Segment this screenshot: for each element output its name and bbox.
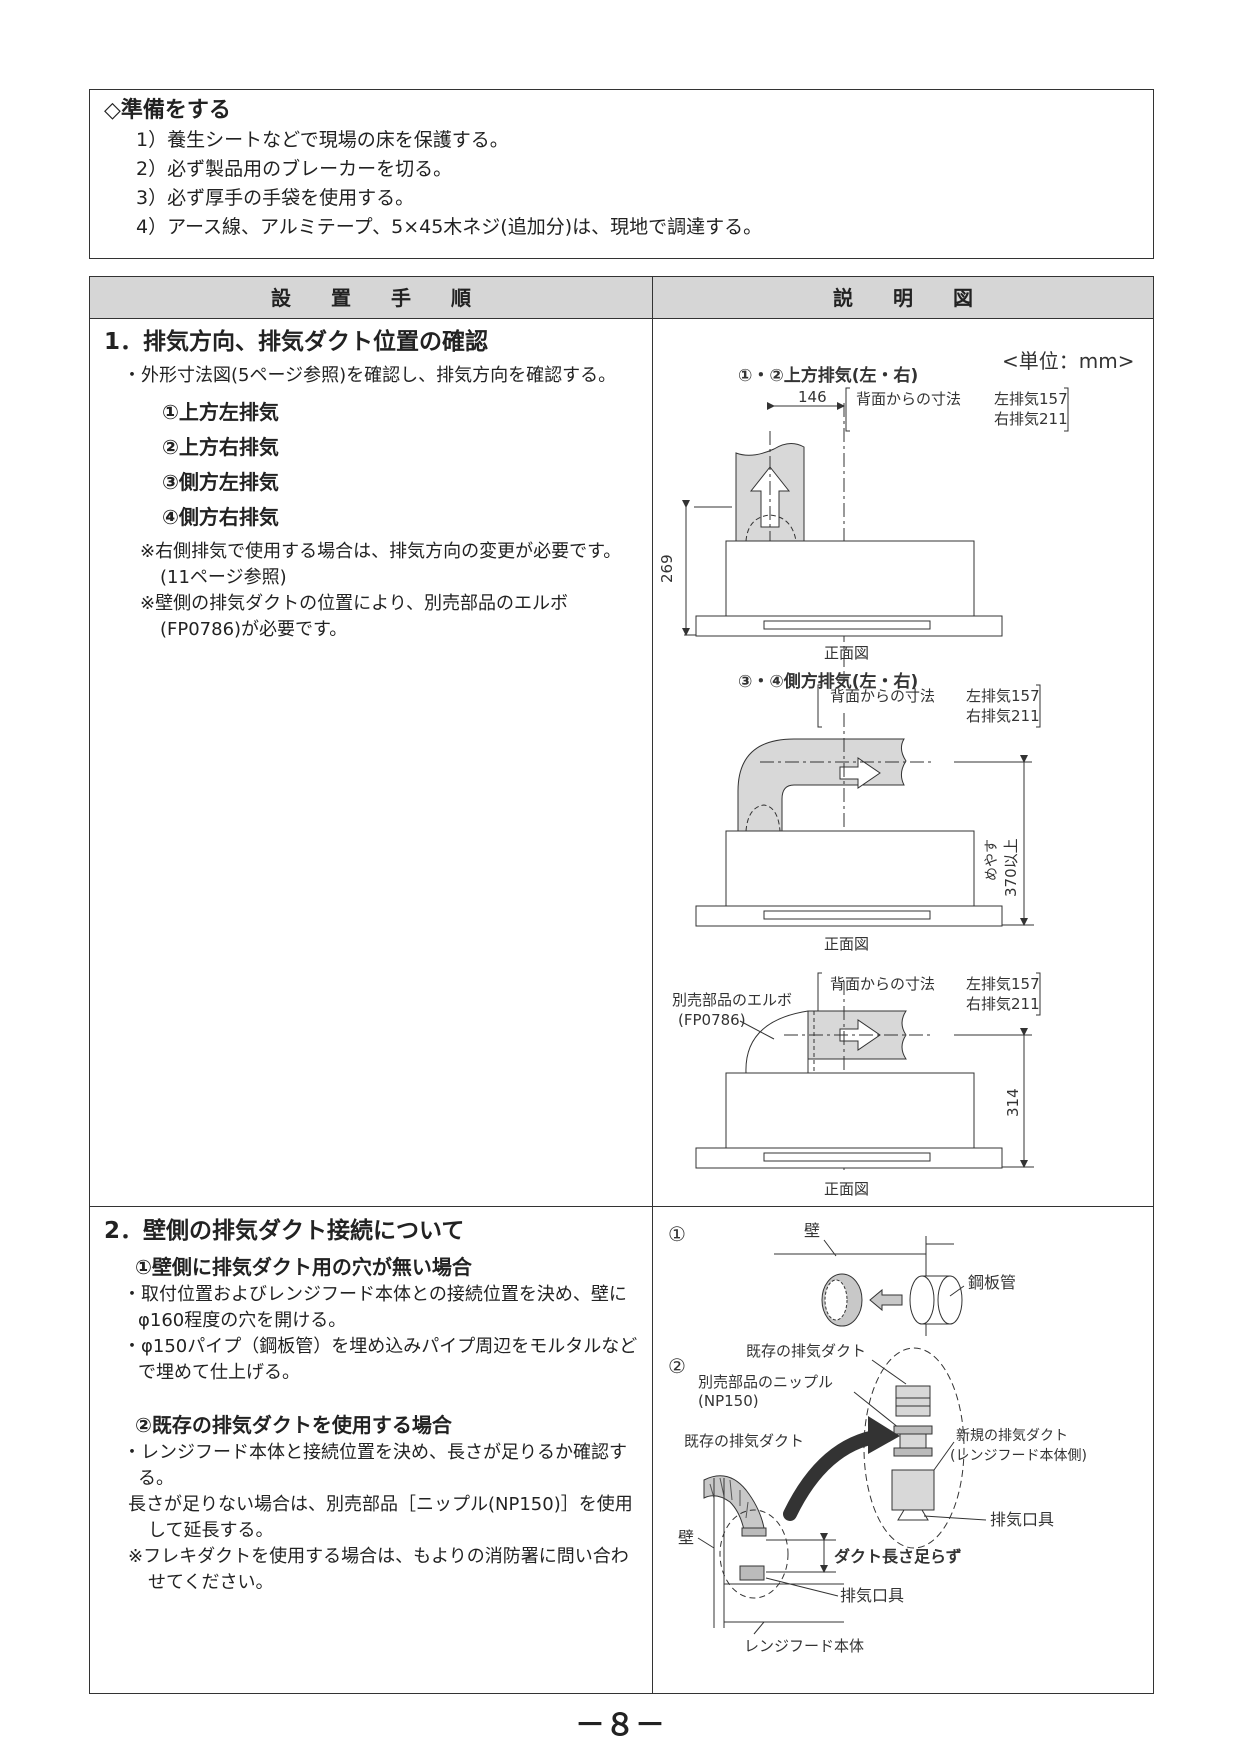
short-duct-label: ダクト長さ足らず	[834, 1547, 962, 1566]
step1-title: 1．排気方向、排気ダクト位置の確認	[104, 329, 489, 355]
preparation-item: 2）必ず製品用のブレーカーを切る。	[136, 158, 453, 180]
nipple-code: (NP150)	[698, 1392, 759, 1410]
outlet-label: 排気口具	[990, 1510, 1054, 1529]
left-exhaust-value: 左排気157	[966, 975, 1040, 993]
option-3: ③側方左排気	[162, 470, 279, 494]
back-dim-label: 背面からの寸法	[830, 975, 935, 993]
step1-section: 1．排気方向、排気ダクト位置の確認 ・外形寸法図(5ページ参照)を確認し、排気方…	[90, 325, 650, 643]
hood-body-label: レンジフード本体	[744, 1637, 864, 1655]
approx-label: めやす	[984, 839, 1000, 881]
elbow-code: (FP0786)	[678, 1011, 746, 1029]
wall-label: 壁	[678, 1528, 694, 1547]
preparation-item: 3）必ず厚手の手袋を使用する。	[136, 187, 415, 209]
right-exhaust-value: 右排気211	[994, 410, 1068, 428]
header-illustration: 説 明 図	[653, 277, 1153, 319]
back-dim-label: 背面からの寸法	[830, 687, 935, 705]
front-view-label: 正面図	[824, 1180, 869, 1198]
step1-note: ※右側排気で使用する場合は、排気方向の変更が必要です。(11ページ参照)	[140, 541, 622, 588]
outlet-label: 排気口具	[840, 1586, 904, 1605]
right-exhaust-value: 右排気211	[966, 995, 1040, 1013]
side-exhaust-title: ③・④側方排気(左・右)	[738, 671, 918, 692]
marker-2: ②	[668, 1354, 686, 1378]
steel-pipe-label: 鋼板管	[968, 1273, 1016, 1292]
dim-314: 314	[1004, 1088, 1022, 1117]
step2-title: 2．壁側の排気ダクト接続について	[104, 1218, 465, 1244]
exhaust-direction-figure: <単位：mm> ①・②上方排気(左・右) 146 背面からの寸法 左排気157 …	[658, 349, 1134, 1198]
option-4: ④側方右排気	[162, 505, 279, 529]
preparation-item: 1）養生シートなどで現場の床を保護する。	[136, 129, 509, 151]
step2-item: ・φ150パイプ（鋼板管）を埋め込みパイプ周辺をモルタルなどで埋めて仕上げる。	[123, 1336, 638, 1383]
front-view-label: 正面図	[824, 644, 869, 662]
nipple-label: 別売部品のニップル	[698, 1373, 833, 1391]
installation-table: 設 置 手 順 説 明 図 1．排気方向、排気ダクト位置の確認 ・外形寸法図(5…	[89, 276, 1154, 1694]
left-exhaust-value: 左排気157	[994, 390, 1068, 408]
marker-1: ①	[668, 1222, 686, 1246]
page-number: －８－	[575, 1708, 665, 1743]
step2-item: 長さが足りない場合は、別売部品［ニップル(NP150)］を使用して延長する。	[128, 1494, 633, 1541]
step2-subtitle-1: ①壁側に排気ダクト用の穴が無い場合	[135, 1255, 472, 1279]
step1-note: ※壁側の排気ダクトの位置により、別売部品のエルボ(FP0786)が必要です。	[140, 593, 568, 640]
unit-label: <単位：mm>	[1002, 349, 1134, 373]
left-exhaust-value: 左排気157	[966, 687, 1040, 705]
dim-269: 269	[658, 554, 676, 583]
preparation-title: ◇準備をする	[104, 98, 231, 123]
dim-370: 370以上	[1002, 838, 1020, 897]
existing-duct-label: 既存の排気ダクト	[684, 1432, 804, 1450]
step2-note: ※フレキダクトを使用する場合は、もよりの消防署に問い合わせてください。	[128, 1546, 629, 1593]
step2-subtitle-2: ②既存の排気ダクトを使用する場合	[135, 1413, 452, 1437]
front-view-label: 正面図	[824, 935, 869, 953]
back-dim-label: 背面からの寸法	[856, 390, 961, 408]
preparation-item: 4）アース線、アルミテープ、5×45木ネジ(追加分)は、現地で調達する。	[136, 216, 763, 238]
step1-text: ・外形寸法図(5ページ参照)を確認し、排気方向を確認する。	[123, 365, 617, 386]
right-exhaust-value: 右排気211	[966, 707, 1040, 725]
option-1: ①上方左排気	[162, 400, 279, 424]
preparation-box: ◇準備をする 1）養生シートなどで現場の床を保護する。 2）必ず製品用のブレーカ…	[89, 89, 1154, 259]
elbow-label: 別売部品のエルボ	[672, 991, 792, 1009]
wall-label: 壁	[804, 1221, 820, 1240]
new-duct-sub-label: (レンジフード本体側)	[950, 1448, 1087, 1464]
column-divider	[652, 277, 653, 1693]
dim-146: 146	[798, 388, 827, 406]
new-duct-label: 新規の排気ダクト	[956, 1428, 1068, 1444]
option-2: ②上方右排気	[162, 435, 279, 459]
upward-exhaust-title: ①・②上方排気(左・右)	[738, 365, 918, 386]
step2-section: 2．壁側の排気ダクト接続について ①壁側に排気ダクト用の穴が無い場合 ・取付位置…	[90, 1214, 650, 1596]
step2-item: ・取付位置およびレンジフード本体との接続位置を決め、壁にφ160程度の穴を開ける…	[123, 1284, 627, 1331]
wall-duct-figure: ① 壁 鋼板管 ② 既存の排気ダクト 別売部品のニップル (NP150) 新規の…	[668, 1221, 1087, 1655]
row-divider	[90, 1206, 1153, 1207]
step2-item: ・レンジフード本体と接続位置を決め、長さが足りるか確認する。	[123, 1442, 627, 1489]
header-installation-steps: 設 置 手 順	[90, 277, 652, 319]
existing-duct-label: 既存の排気ダクト	[746, 1342, 866, 1360]
